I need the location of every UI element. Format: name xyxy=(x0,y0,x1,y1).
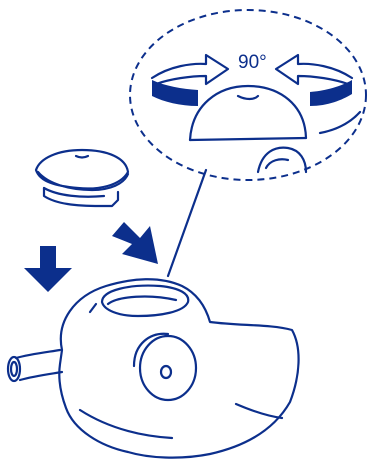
rotation-angle-label: 90° xyxy=(238,52,267,73)
cap-part xyxy=(34,148,130,208)
cap-slot-detail xyxy=(256,146,308,174)
zoom-detail-bubble: 90° xyxy=(129,9,367,181)
cap-rim-detail xyxy=(188,136,308,142)
cap-slot-inner xyxy=(264,158,290,170)
rotate-right-arrow-icon xyxy=(274,53,354,106)
nozzle-spout xyxy=(6,348,64,383)
body-edge-detail xyxy=(318,110,362,135)
diagonal-arrow-icon xyxy=(112,222,158,264)
device-body xyxy=(58,278,300,459)
down-arrow-icon xyxy=(24,246,72,292)
cap-dome-detail xyxy=(188,84,308,142)
cap-center-mark xyxy=(236,94,260,101)
rotate-left-arrow-icon xyxy=(150,53,230,106)
leader-line xyxy=(166,168,208,278)
